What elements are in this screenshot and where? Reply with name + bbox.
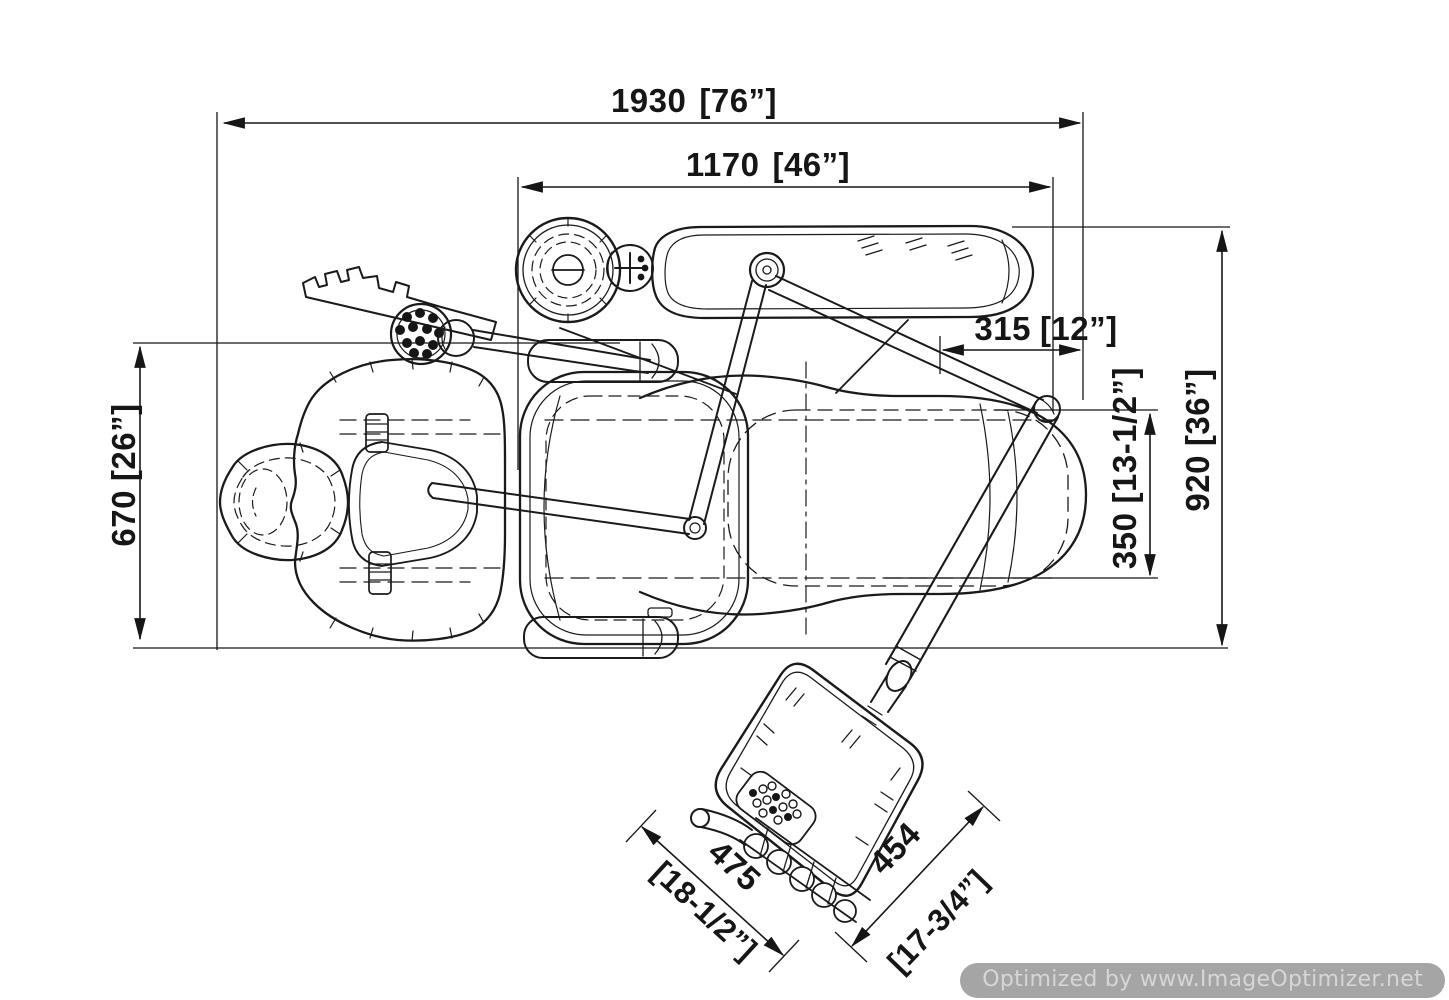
dim-line-tray-width xyxy=(640,825,785,957)
assistant-holder xyxy=(302,266,651,374)
unit-body xyxy=(559,224,1035,395)
dim-line-tray-depth xyxy=(850,805,985,948)
label-tray-depth-metric: 454 xyxy=(862,815,928,881)
armrest-bottom xyxy=(523,607,679,659)
label-unit-reach: 1170[46”] xyxy=(686,146,850,183)
watermark: Optimized by www.ImageOptimizer.net xyxy=(960,963,1445,998)
chair-headrest xyxy=(218,442,350,562)
adjust-knob-bottom xyxy=(368,551,392,595)
label-overall-width: 920[36”] xyxy=(1179,368,1216,511)
holder-ball-joint xyxy=(437,319,475,357)
adjust-knob-top xyxy=(365,413,389,453)
armrest-top xyxy=(527,339,679,383)
backrest-cushion xyxy=(518,370,750,646)
assistant-arm xyxy=(427,280,767,540)
label-overall-length: 1930[76”] xyxy=(611,82,777,119)
holder-ports xyxy=(395,308,444,359)
unit-cross-joint xyxy=(606,244,654,292)
dimension-lines xyxy=(134,117,1228,957)
delivery-arm xyxy=(768,275,1061,713)
unit-pivot xyxy=(748,251,786,289)
label-seat-width: 350[13-1/2”] xyxy=(1106,367,1143,569)
delivery-arm-elbow xyxy=(1033,395,1061,423)
label-light-offset: 315[12”] xyxy=(974,310,1117,347)
holder-arm xyxy=(472,329,651,374)
tray-control-panel xyxy=(735,770,817,846)
chair-backrest xyxy=(289,357,507,642)
holder-port-disc xyxy=(389,302,453,366)
label-tray-depth-imperial: [17-3/4”] xyxy=(881,863,995,980)
cuspidor-bowl xyxy=(514,216,622,324)
chair-seat xyxy=(544,361,1088,635)
headrest-mount-plate xyxy=(348,413,478,595)
label-backrest-width: 670[26”] xyxy=(105,403,142,546)
suction-holder-bar xyxy=(302,266,497,341)
